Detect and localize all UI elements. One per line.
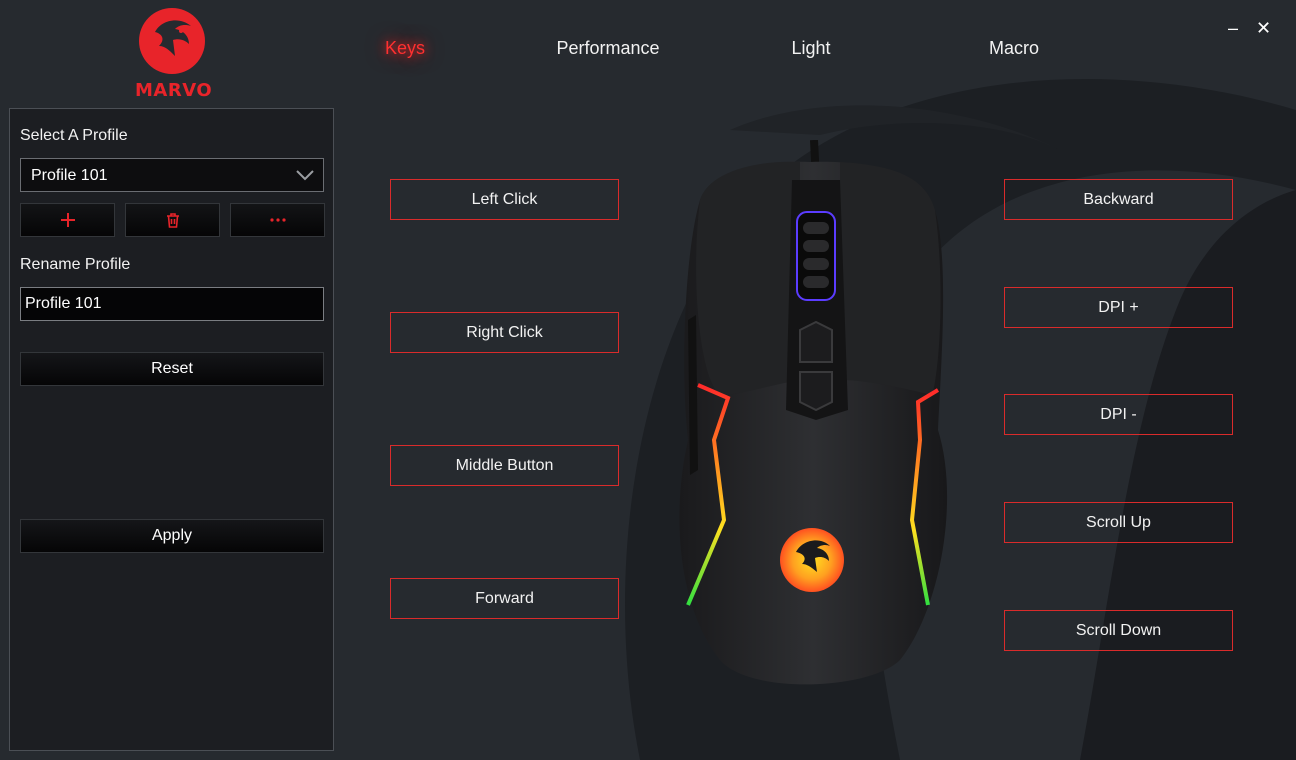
mouse-image bbox=[679, 140, 948, 685]
key-left-click[interactable]: Left Click bbox=[390, 179, 619, 220]
rename-profile-label: Rename Profile bbox=[20, 256, 131, 273]
key-forward[interactable]: Forward bbox=[390, 578, 619, 619]
profile-select-value: Profile 101 bbox=[31, 167, 108, 184]
rename-profile-input[interactable] bbox=[20, 287, 324, 321]
more-options-button[interactable] bbox=[230, 203, 325, 237]
delete-profile-button[interactable] bbox=[125, 203, 220, 237]
key-middle-button[interactable]: Middle Button bbox=[390, 445, 619, 486]
key-right-click[interactable]: Right Click bbox=[390, 312, 619, 353]
key-scroll-down[interactable]: Scroll Down bbox=[1004, 610, 1233, 651]
tab-macro[interactable]: Macro bbox=[988, 38, 1040, 58]
key-dpi-minus[interactable]: DPI - bbox=[1004, 394, 1233, 435]
tab-keys[interactable]: Keys bbox=[384, 38, 426, 58]
close-button[interactable]: ✕ bbox=[1256, 18, 1272, 38]
more-icon bbox=[269, 218, 286, 222]
plus-icon bbox=[60, 213, 75, 227]
apply-button[interactable]: Apply bbox=[20, 519, 324, 553]
tab-light[interactable]: Light bbox=[791, 38, 831, 58]
key-dpi-plus[interactable]: DPI + bbox=[1004, 287, 1233, 328]
add-profile-button[interactable] bbox=[20, 203, 115, 237]
chevron-down-icon bbox=[296, 170, 314, 181]
marvo-logo: MARVO bbox=[135, 4, 213, 101]
tab-performance[interactable]: Performance bbox=[556, 38, 660, 58]
marvo-emblem-icon bbox=[139, 8, 205, 74]
trash-icon bbox=[166, 213, 179, 228]
select-profile-label: Select A Profile bbox=[20, 127, 128, 144]
key-scroll-up[interactable]: Scroll Up bbox=[1004, 502, 1233, 543]
profile-panel: Select A Profile Profile 101 Rename Prof… bbox=[9, 108, 334, 751]
brand-name: MARVO bbox=[135, 80, 213, 101]
profile-select[interactable]: Profile 101 bbox=[20, 158, 324, 192]
minimize-button[interactable]: – bbox=[1228, 18, 1239, 38]
reset-button[interactable]: Reset bbox=[20, 352, 324, 386]
key-backward[interactable]: Backward bbox=[1004, 179, 1233, 220]
